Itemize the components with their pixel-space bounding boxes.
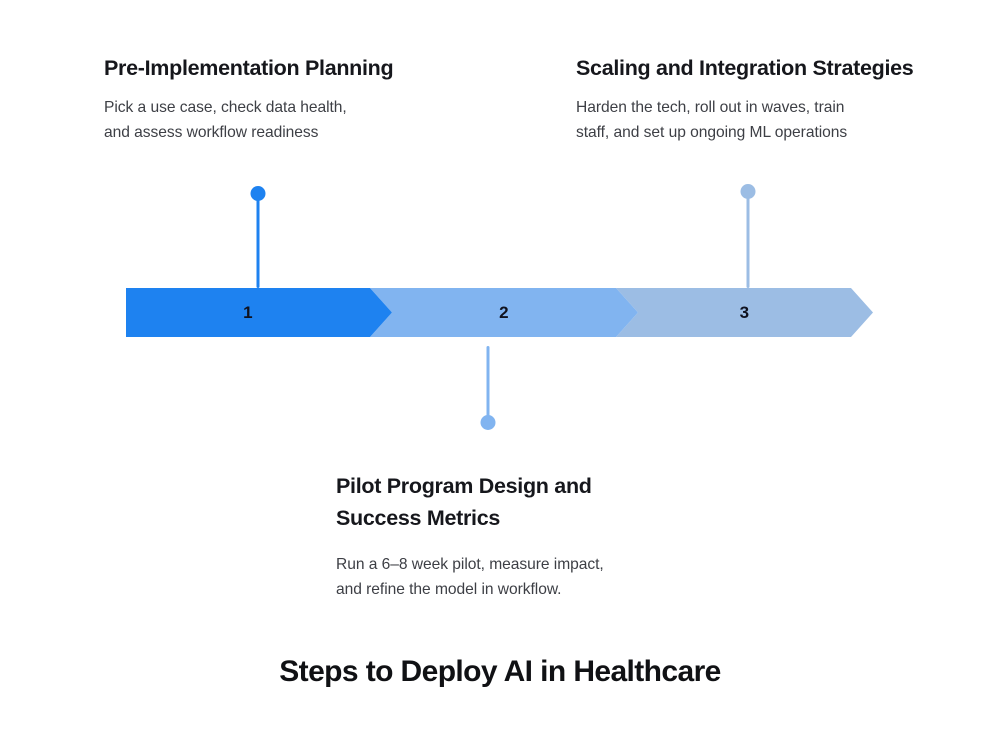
step-3-text-block: Scaling and Integration Strategies Harde… xyxy=(576,54,971,146)
step-2-connector xyxy=(480,346,496,430)
page-title: Steps to Deploy AI in Healthcare xyxy=(279,655,721,688)
step-3-connector xyxy=(740,184,756,292)
chevron-segment-3-number: 3 xyxy=(739,302,750,322)
step-2-text-block: Pilot Program Design and Success Metrics… xyxy=(336,470,716,602)
chevron-segment-1-number: 1 xyxy=(243,302,253,322)
step-2-connector-stem xyxy=(486,346,490,424)
step-3-title: Scaling and Integration Strategies xyxy=(576,56,914,80)
step-2-title: Pilot Program Design and Success Metrics xyxy=(336,474,592,531)
chevron-segment-2-number: 2 xyxy=(499,302,509,322)
step-3-description: Harden the tech, roll out in waves, trai… xyxy=(576,99,848,142)
process-chevron-bar: 1 2 3 xyxy=(126,288,873,337)
chevron-segment-1[interactable] xyxy=(126,288,392,337)
step-1-text-block: Pre-Implementation Planning Pick a use c… xyxy=(104,54,464,146)
step-3-connector-stem xyxy=(746,191,750,288)
step-2-connector-dot xyxy=(480,415,496,430)
step-1-connector-stem xyxy=(256,193,260,288)
step-1-description: Pick a use case, check data health, and … xyxy=(104,99,347,142)
chevron-segment-3[interactable] xyxy=(616,288,873,337)
chevron-segment-2[interactable] xyxy=(370,288,638,337)
step-1-connector xyxy=(250,186,266,292)
step-2-description: Run a 6–8 week pilot, measure impact, an… xyxy=(336,555,604,598)
step-1-title: Pre-Implementation Planning xyxy=(104,56,394,80)
